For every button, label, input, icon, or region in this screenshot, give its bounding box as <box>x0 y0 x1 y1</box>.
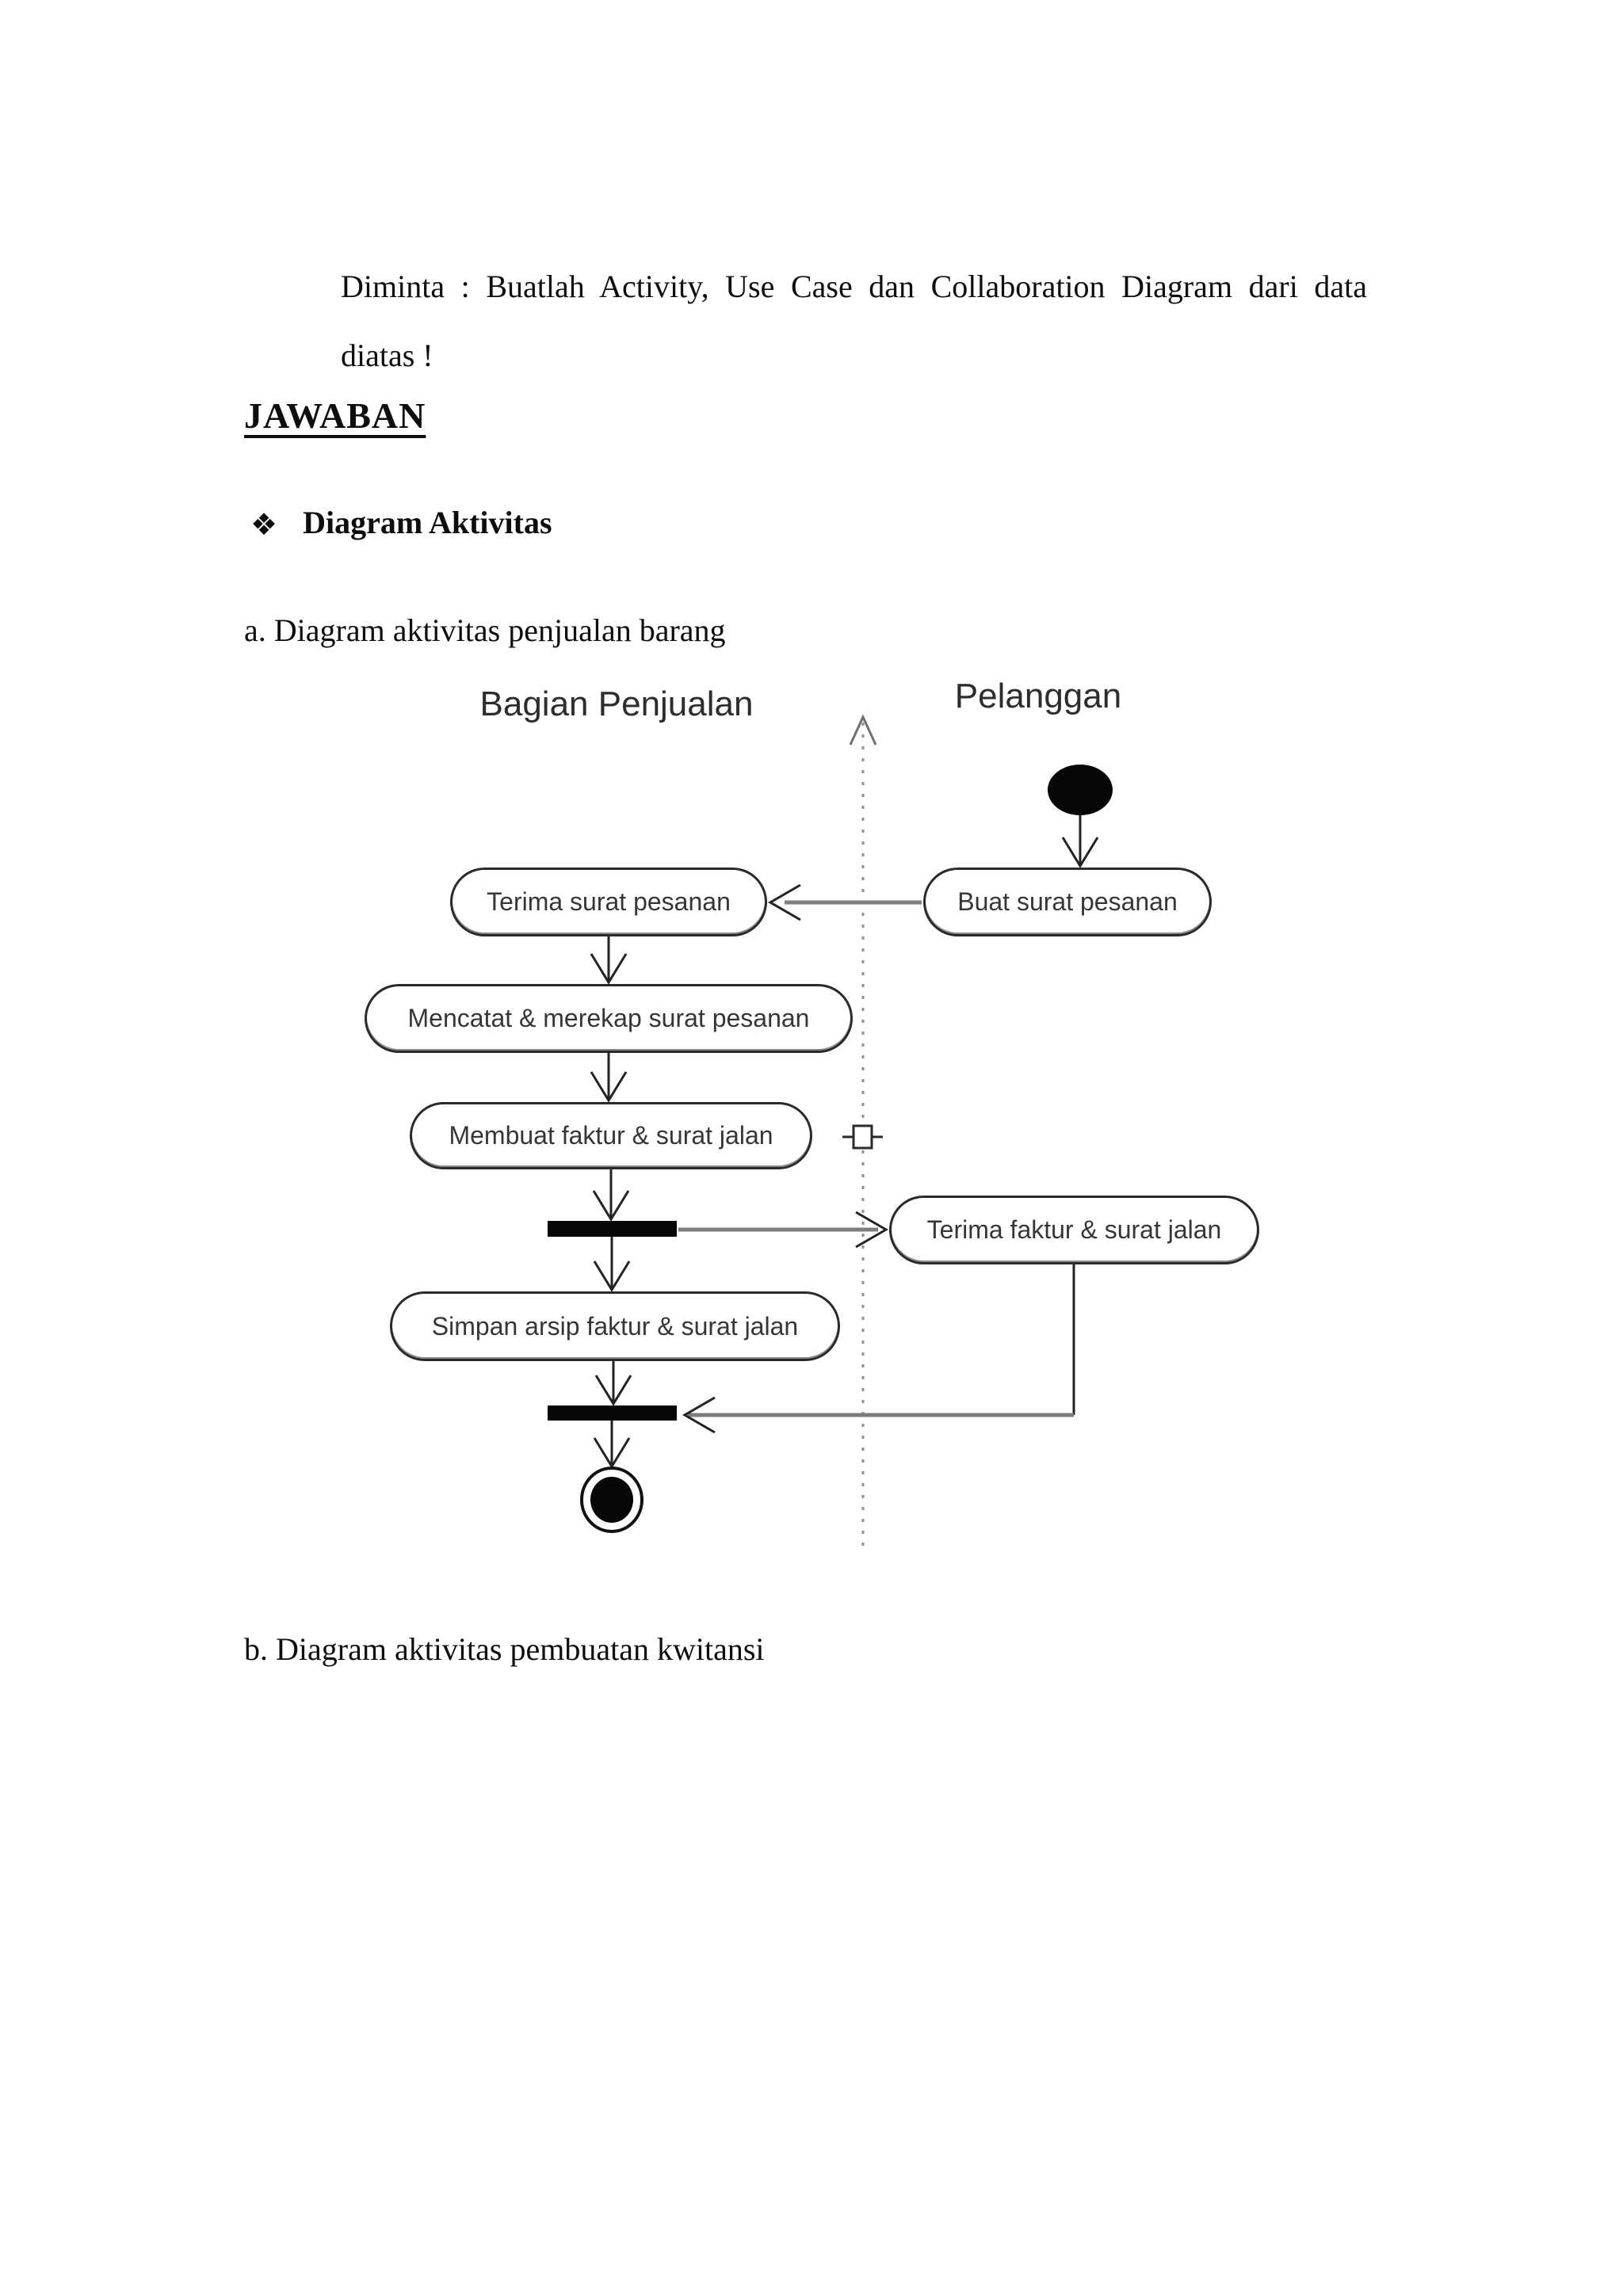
section-title: Diagram Aktivitas <box>303 505 552 540</box>
request-paragraph-line1: Diminta : Buatlah Activity, Use Case dan… <box>341 269 1367 304</box>
request-paragraph-line2: diatas ! <box>341 338 433 373</box>
flow-arrows-vertical <box>590 815 1099 1469</box>
list-item-b: b. Diagram aktivitas pembuatan kwitansi <box>244 1631 765 1667</box>
list-item-a: a. Diagram aktivitas penjualan barang <box>244 612 726 648</box>
object-marker <box>842 1124 883 1150</box>
divider-up-arrow-icon <box>849 714 877 746</box>
flow-lines-horizontal <box>678 900 1074 1417</box>
final-state-node <box>580 1466 643 1533</box>
action-terima-surat-pesanan: Terima surat pesanan <box>450 868 767 936</box>
join-bar <box>548 1405 677 1421</box>
flow-arrowheads-horizontal <box>682 883 888 1434</box>
section-title-row: ❖ Diagram Aktivitas <box>250 504 552 542</box>
swimlane-header-bagian-penjualan: Bagian Penjualan <box>479 685 754 723</box>
action-buat-surat-pesanan: Buat surat pesanan <box>923 868 1212 936</box>
action-terima-faktur: Terima faktur & surat jalan <box>889 1196 1259 1264</box>
fork-bar <box>548 1221 677 1237</box>
answer-heading: JAWABAN <box>244 395 426 436</box>
action-simpan-arsip: Simpan arsip faktur & surat jalan <box>390 1291 840 1361</box>
diamond-bullet-icon: ❖ <box>250 507 278 542</box>
initial-state-node <box>1048 765 1113 815</box>
request-paragraph: Diminta : Buatlah Activity, Use Case dan… <box>341 252 1367 390</box>
action-mencatat-merekap: Mencatat & merekap surat pesanan <box>365 984 853 1053</box>
action-membuat-faktur: Membuat faktur & surat jalan <box>410 1102 812 1169</box>
swimlane-divider <box>849 714 877 1549</box>
swimlane-header-pelanggan: Pelanggan <box>954 677 1122 715</box>
